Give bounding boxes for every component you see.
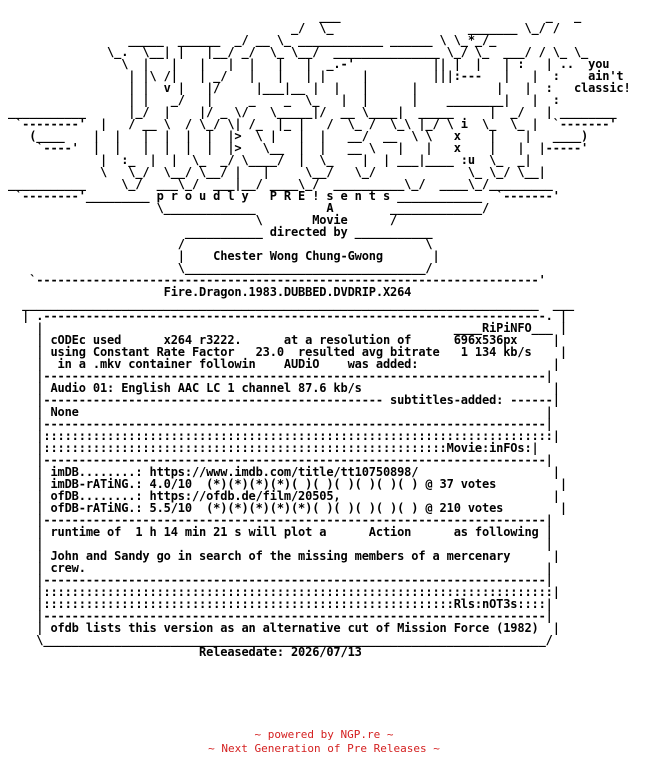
nfo-line: ___________ directed by ___________ [8, 225, 433, 239]
nfo-line: | in a .mkv container followin AUDiO was… [8, 357, 560, 371]
nfo-line: | None | [8, 405, 553, 419]
nfo-line: `--------' | / __ \ / \_/ \| /_ |_ | / \… [8, 117, 617, 131]
nfo-line: `---------------------------------------… [8, 273, 546, 287]
nfo-line: | imDB........: https://www.imdb.com/tit… [8, 465, 560, 479]
nfo-line: |---------------------------------------… [8, 513, 553, 527]
nfo-line: |---------------------------------------… [8, 573, 553, 587]
nfo-line: |---------------------------------------… [8, 609, 553, 623]
nfo-line: Fire.Dragon.1983.DUBBED.DVDRIP.X264 [8, 285, 412, 299]
nfo-line: \ Movie / [8, 213, 398, 227]
nfo-line: |:::::::::::::::::::::::::::::::::::::::… [8, 429, 560, 443]
nfo-line: | ofDB........: https://ofdb.de/film/205… [8, 489, 560, 503]
nfo-line: | |\ /| | _/ | | | | | |||:--- | | : ain… [8, 69, 624, 83]
nfo-line: ___________ \_/ ___\_/ ___|__/ ____\_/ _… [8, 177, 553, 191]
nfo-line: \ | | | | | | | _.-' || | | | : | .. you [8, 57, 610, 71]
nfo-line: _/ \_ _______ \_/ / [8, 21, 560, 35]
nfo-line: | ofDB-rATiNG.: 5.5/10 (*)(*)(*)(*)(*)( … [8, 501, 567, 515]
nfo-line: ___ _ _ [8, 9, 582, 23]
nfo-line: |---------------------------------------… [8, 417, 553, 431]
nfo-line: |---------------------------------------… [8, 369, 553, 383]
nfo-line: ___________ |_/ | |/ _ \/ \_____|/ __ \_… [8, 105, 617, 119]
nfo-line: \__________________________________/ [8, 261, 433, 275]
nfo-line: |:::::::::::::::::::::::::::::::::::::::… [8, 585, 560, 599]
nfo-line: / \ [8, 237, 433, 251]
nfo-line: | | [8, 537, 553, 551]
nfo-line: |:::::::::::::::::::::::::::::::::::::::… [8, 597, 553, 611]
nfo-line: | Audio 01: English AAC LC 1 channel 87.… [8, 381, 560, 395]
nfo-line: `--------'_________ p r o u d l y P R E … [8, 189, 560, 203]
nfo-line: | crew. | [8, 561, 553, 575]
nfo-text: ___ _ _ _/ \_ _______ \_/ / _____ ______… [8, 10, 631, 658]
nfo-line: | ofdb lists this version as an alternat… [8, 621, 560, 635]
nfo-line: | ____RiPiNFO___ | [8, 321, 567, 335]
nfo-line: ________________________________________… [8, 297, 574, 311]
nfo-line: \_____________ A _____________/ [8, 201, 490, 215]
nfo-line: | imDB-rATiNG.: 4.0/10 (*)(*)(*)(*)( )( … [8, 477, 567, 491]
footer-tagline: ~ Next Generation of Pre Releases ~ [208, 742, 440, 755]
nfo-line: | :_ | | \_ _/ \____/ | \_ | | ___|____ … [8, 153, 532, 167]
nfo-line: Releasedate: 2026/07/13 [8, 645, 362, 659]
nfo-line: \ \_/ \__/ \__/ | | \__/ \_/ \_ \_/ \__| [8, 165, 546, 179]
nfo-line: | using Constant Rate Factor 23.0 result… [8, 345, 567, 359]
nfo-line: | runtime of 1 h 14 min 21 s will plot a… [8, 525, 553, 539]
nfo-line: _____ ______ _/ __ \_ ____________ _____… [8, 33, 497, 47]
nfo-line: | .-------------------------------------… [8, 309, 567, 323]
nfo-line: |---------------------------------------… [8, 393, 560, 407]
nfo-line: \_. \__| | |__/ _/ \_ \__/ _____________… [8, 45, 589, 59]
nfo-line: |:::::::::::::::::::::::::::::::::::::::… [8, 441, 539, 455]
nfo-line: | Chester Wong Chung-Gwong | [8, 249, 440, 263]
nfo-line: |---------------------------------------… [8, 453, 553, 467]
footer: ~ powered by NGP.re ~ ~ Next Generation … [0, 728, 648, 756]
nfo-line: | cODEc used x264 r3222. at a resolution… [8, 333, 560, 347]
nfo-line: | | _/ | _ _ \_ | | | ________| | : [8, 93, 560, 107]
nfo-line: | | v | |/ |___|__ | | | | | | : classic… [8, 81, 631, 95]
nfo-line: | John and Sandy go in search of the mis… [8, 549, 560, 563]
footer-powered-by: ~ powered by NGP.re ~ [254, 728, 394, 741]
nfo-line: `----' | | | | | | |> \__ | | __ \ | | x… [8, 141, 589, 155]
nfo-line: (____ | | | | | | |> \ | | | __/ __ \ \ … [8, 129, 589, 143]
nfo-line: \_______________________________________… [8, 633, 553, 647]
